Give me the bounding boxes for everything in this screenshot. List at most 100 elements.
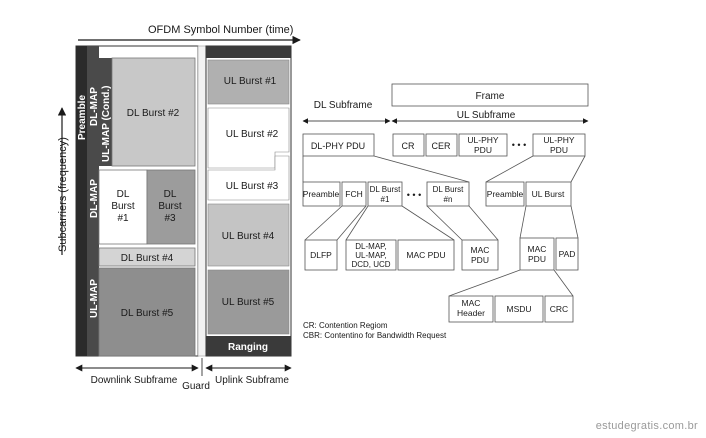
crc-box bbox=[544, 295, 574, 323]
dl-burst-5 bbox=[98, 267, 196, 357]
cr-label: CR bbox=[402, 141, 415, 151]
guard-gap bbox=[197, 45, 207, 357]
ul-burst-2-label: UL Burst #2 bbox=[226, 129, 279, 140]
ul-burst-5 bbox=[207, 269, 290, 335]
dl-preamble-box bbox=[302, 181, 341, 207]
mac-pdu-dl-label: MAC PDU bbox=[406, 250, 445, 260]
expand-fch-right bbox=[336, 205, 367, 241]
ul-burst-box-label: UL Burst bbox=[532, 189, 565, 199]
guard-label: Guard bbox=[182, 381, 210, 392]
expand-mac-right bbox=[553, 269, 574, 297]
ul-phy-pdu-a-line1: UL-PHY bbox=[467, 135, 499, 145]
ul-burst-3 bbox=[207, 155, 290, 201]
dl-burst-3 bbox=[146, 169, 196, 245]
ul-burst-5-label: UL Burst #5 bbox=[222, 297, 275, 308]
maps-line1: DL-MAP, bbox=[355, 242, 386, 251]
note-cbr: CBR: Contentino for Bandwidth Request bbox=[303, 331, 447, 340]
dlfp-box bbox=[304, 239, 338, 271]
dl-burst-n-box-line2: #n bbox=[444, 195, 453, 204]
dl-burst-3-line1: DL bbox=[164, 189, 177, 200]
expand-ulphy-left bbox=[485, 155, 534, 183]
mac-pdu-dl-box bbox=[397, 239, 455, 271]
dl-burst-1-line1: DL bbox=[117, 189, 130, 200]
ul-map-cond-label: UL-MAP (Cond.) bbox=[101, 86, 112, 162]
expand-dlphy-right bbox=[373, 155, 470, 183]
expand-ulb-right bbox=[570, 205, 579, 239]
expand-dlb1-right bbox=[401, 205, 455, 241]
ul-preamble-label: Preamble bbox=[487, 189, 524, 199]
dl-phy-pdu-box bbox=[302, 133, 375, 157]
dl-burst-n-box bbox=[426, 181, 470, 207]
fch-label: FCH bbox=[345, 189, 362, 199]
maps-line3: DCD, UCD bbox=[351, 260, 390, 269]
ul-phy-pdu-b-line1: UL-PHY bbox=[543, 135, 575, 145]
dl-burst-3-line3: #3 bbox=[164, 213, 176, 224]
pad-label: PAD bbox=[559, 249, 576, 259]
mac-pdu-b-box bbox=[519, 237, 555, 271]
ul-phy-pdu-b-box bbox=[532, 133, 586, 157]
expand-dlb1-left bbox=[345, 205, 369, 241]
ul-burst-box bbox=[525, 181, 572, 207]
ul-burst-1 bbox=[207, 59, 290, 105]
frame-label: Frame bbox=[476, 91, 505, 102]
expand-ulphy-right bbox=[570, 155, 586, 183]
fch-box bbox=[341, 181, 367, 207]
preamble-label: Preamble bbox=[77, 95, 88, 140]
msdu-box bbox=[494, 295, 544, 323]
ul-preamble-box bbox=[485, 181, 525, 207]
ellipsis-dl-bursts: • • • bbox=[407, 190, 421, 200]
expand-mac-left bbox=[448, 269, 521, 297]
cer-box bbox=[425, 133, 458, 157]
mac-header-line1: MAC bbox=[462, 298, 481, 308]
ul-phy-pdu-a-line2: PDU bbox=[474, 145, 492, 155]
ranging-label: Ranging bbox=[228, 342, 268, 353]
dlfp-label: DLFP bbox=[310, 250, 332, 260]
dl-burst-3-line2: Burst bbox=[158, 201, 182, 212]
mac-pdu-b-line2: PDU bbox=[528, 254, 546, 264]
ranging-block bbox=[206, 336, 291, 356]
pad-box bbox=[555, 237, 579, 271]
dl-burst-1-box-line1: DL Burst bbox=[370, 185, 402, 194]
ul-burst-1-label: UL Burst #1 bbox=[224, 76, 277, 87]
mac-pdu-a-box bbox=[461, 239, 499, 271]
dl-burst-2 bbox=[111, 57, 196, 167]
expand-fch-left bbox=[304, 205, 343, 241]
ul-map-cond-column bbox=[99, 58, 112, 166]
expand-ulb-left bbox=[519, 205, 527, 239]
mac-pdu-a-line1: MAC bbox=[471, 245, 490, 255]
dl-map-column bbox=[87, 46, 99, 356]
cr-box bbox=[392, 133, 425, 157]
preamble-column bbox=[76, 46, 87, 356]
expand-dlbn-left bbox=[426, 205, 463, 241]
dl-subframe-label: DL Subframe bbox=[314, 100, 373, 111]
dl-burst-4 bbox=[98, 247, 196, 267]
dl-burst-2-label: DL Burst #2 bbox=[127, 108, 180, 119]
cer-label: CER bbox=[431, 141, 451, 151]
mac-pdu-b-line1: MAC bbox=[528, 244, 547, 254]
expand-dlbn-right bbox=[468, 205, 499, 241]
msdu-label: MSDU bbox=[506, 304, 531, 314]
time-axis-label: OFDM Symbol Number (time) bbox=[148, 24, 293, 36]
ellipsis-ul-phy: • • • bbox=[512, 140, 526, 150]
dl-burst-4-label: DL Burst #4 bbox=[121, 253, 174, 264]
freq-axis-label: Subcarriers (frequency) bbox=[57, 137, 69, 252]
ul-burst-2 bbox=[207, 107, 290, 169]
note-cr: CR: Contention Regiom bbox=[303, 321, 388, 330]
mac-pdu-a-line2: PDU bbox=[471, 255, 489, 265]
dl-burst-n-box-line1: DL Burst bbox=[433, 185, 465, 194]
ul-phy-pdu-a-box bbox=[458, 133, 508, 157]
dl-map-label-mid: DL-MAP bbox=[89, 179, 100, 218]
frame-box bbox=[391, 83, 589, 107]
mac-header-line2: Header bbox=[457, 308, 485, 318]
dl-burst-1-box bbox=[367, 181, 403, 207]
dl-burst-1-line3: #1 bbox=[117, 213, 129, 224]
dl-burst-5-label: DL Burst #5 bbox=[121, 308, 174, 319]
ul-burst-4-label: UL Burst #4 bbox=[222, 231, 275, 242]
dl-burst-1-line2: Burst bbox=[111, 201, 135, 212]
ul-burst-4 bbox=[207, 203, 290, 267]
dl-preamble-label: Preamble bbox=[303, 189, 340, 199]
dl-phy-pdu-label: DL-PHY PDU bbox=[311, 141, 365, 151]
ul-map-label-bottom: UL-MAP bbox=[89, 279, 100, 318]
ul-burst-3-label: UL Burst #3 bbox=[226, 181, 279, 192]
